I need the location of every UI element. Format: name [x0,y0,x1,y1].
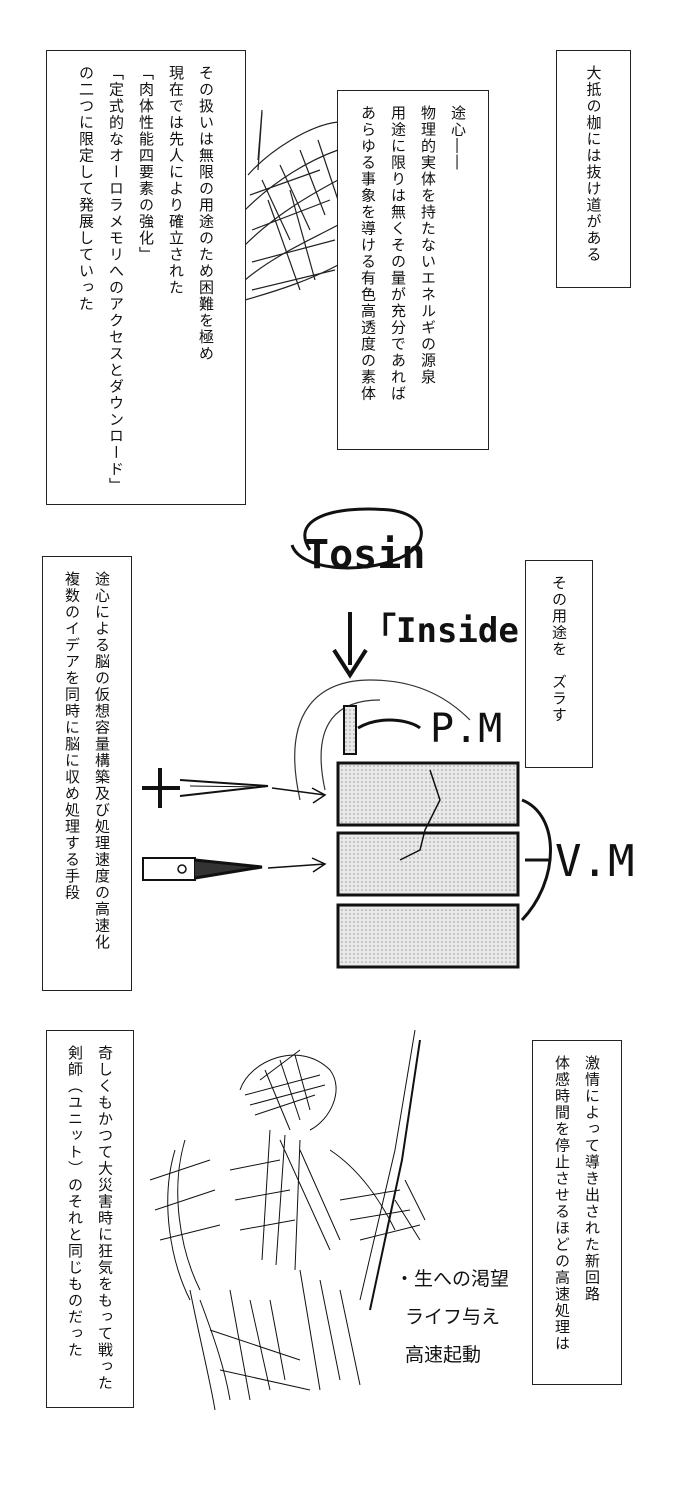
narration-line: 現在では先人により確立された [167,65,185,296]
narration-box-shortcut: 大抵の枷には抜け道がある [556,50,631,288]
narration-box-swordsman: 奇しくもかつて大災害時に狂気をもって戦った 剣師（ユニット）のそれと同じものだっ… [46,1030,134,1408]
narration-line: 用途に限りは無くその量が充分であれば [389,105,407,402]
sword-sketch [142,768,327,808]
narration-box-new-circuit: 激情によって導き出された新回路 体感時間を停止させるほどの高速処理は [532,1040,622,1385]
vm-block-2 [336,831,520,897]
narration-box-history: その扱いは無限の用途のため困難を極め 現在では先人により確立された 「肉体性能四… [46,50,246,505]
vm-block-1 [336,761,520,827]
narration-line: 複数のイデアを同時に脳に収め処理する手段 [63,571,81,901]
narration-line: 激情によって導き出された新回路 [583,1055,601,1303]
narration-line: あらゆる事象を導ける有色高透度の素体 [359,105,377,402]
effects-list-item: ・生への渇望 [395,1268,510,1290]
knife-sketch [142,857,327,881]
narration-line: 大抵の枷には抜け道がある [584,65,603,263]
narration-line: その用途を ズラす [550,575,568,724]
memory-diagram: P.M V.M [294,679,634,969]
narration-line: 途心による脳の仮想容量構築及び処理速度の高速化 [93,571,111,951]
narration-line: 体感時間を停止させるほどの高速処理は [553,1055,571,1352]
narration-line: 奇しくもかつて大災害時に狂気をもって戦った [96,1045,114,1392]
pm-block [343,705,357,755]
narration-line: その扱いは無限の用途のため困難を極め [197,65,215,362]
scribble-mass-sketch [244,109,339,301]
narration-line: 「肉体性能四要素の強化」 [137,65,155,263]
narration-line: 物理的実体を持たないエネルギの源泉 [419,105,437,386]
vm-block-3 [336,903,520,969]
narration-box-shift-usage: その用途を ズラす [525,560,593,768]
narration-box-virtual-capacity: 途心による脳の仮想容量構築及び処理速度の高速化 複数のイデアを同時に脳に収め処理… [42,556,132,991]
effects-list-item: 高速起動 [405,1344,482,1366]
narration-line: 途心―― [449,105,467,171]
pm-label: P.M [430,706,502,752]
narration-box-toshin-definition: 途心―― 物理的実体を持たないエネルギの源泉 用途に限りは無くその量が充分であれ… [337,90,489,450]
tosin-label: Tosin [305,532,425,578]
narration-line: の二つに限定して発展していった [77,65,95,313]
vm-label: V.M [555,836,634,887]
figure-sketch [149,1029,426,1411]
narration-line: 剣師（ユニット）のそれと同じものだった [66,1045,84,1359]
effects-list-item: ライフ与え [405,1306,501,1328]
effects-list: ・生への渇望 ライフ与え 高速起動 [395,1262,510,1366]
narration-line: 「定式的なオーロラメモリへのアクセスとダウンロード」 [107,65,125,494]
